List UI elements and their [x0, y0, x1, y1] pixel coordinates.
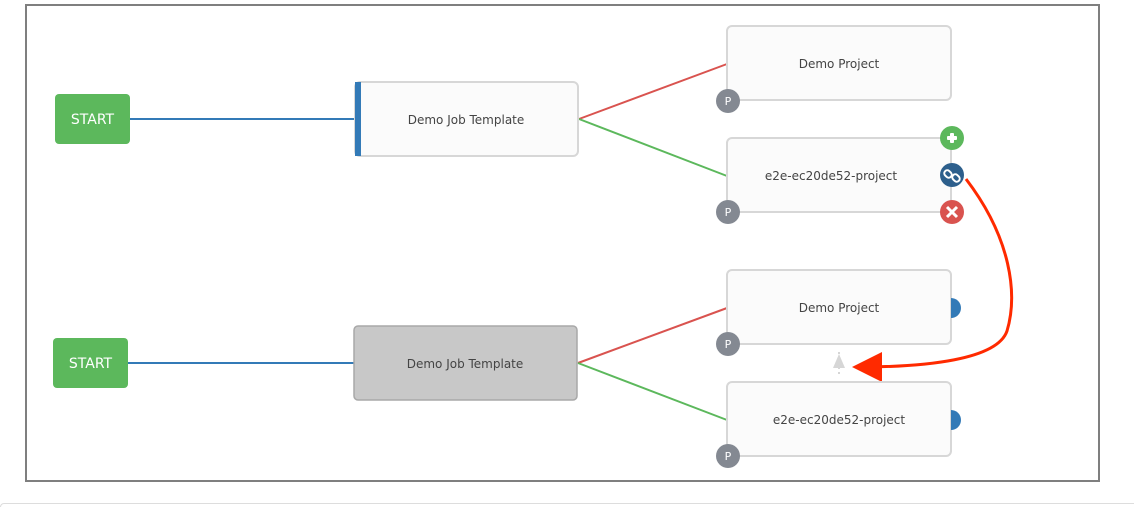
remove-node-button[interactable]: [940, 200, 964, 224]
e2e-project-node-bottom[interactable]: e2e-ec20de52-project P: [716, 381, 961, 468]
insertion-indicator: [833, 352, 845, 377]
e2e-project-label-top: e2e-ec20de52-project: [765, 169, 898, 183]
add-node-button[interactable]: [940, 126, 964, 150]
start-label-bottom: START: [69, 356, 113, 372]
connector-handle-demo-project-bottom[interactable]: [951, 298, 961, 318]
project-badge-label-bottom-b: P: [725, 450, 732, 463]
connector-handle-e2e-project-bottom[interactable]: [951, 410, 961, 430]
link-node-button[interactable]: [940, 163, 964, 187]
project-badge-bottom-a: [716, 332, 740, 356]
start-node-top[interactable]: START: [55, 94, 130, 144]
start-node-bottom[interactable]: START: [53, 338, 128, 388]
job-template-node-bottom[interactable]: Demo Job Template: [353, 325, 578, 401]
demo-project-label-bottom: Demo Project: [799, 301, 880, 315]
start-label-top: START: [71, 112, 115, 128]
edge-template-to-demo-project-top[interactable]: [578, 63, 728, 120]
project-badge-bottom-b: [716, 444, 740, 468]
link-drag-arrow: [852, 178, 1014, 382]
project-badge-label-top-a: P: [725, 95, 732, 108]
demo-project-node-top[interactable]: Demo Project P: [716, 25, 952, 113]
panel-bottom-edge: [0, 503, 1134, 507]
e2e-project-node-top[interactable]: e2e-ec20de52-project P: [716, 137, 952, 224]
demo-project-node-bottom[interactable]: Demo Project P: [716, 269, 961, 356]
job-template-label-top: Demo Job Template: [408, 113, 525, 127]
project-badge-top-a: [716, 89, 740, 113]
edge-template-to-e2e-project-top[interactable]: [578, 118, 728, 177]
project-badge-top-b: [716, 200, 740, 224]
job-template-label-bottom: Demo Job Template: [407, 357, 524, 371]
edge-template-to-demo-project-bottom[interactable]: [577, 307, 728, 364]
e2e-project-label-bottom: e2e-ec20de52-project: [773, 413, 906, 427]
demo-project-label-top: Demo Project: [799, 57, 880, 71]
job-template-node-top[interactable]: Demo Job Template: [354, 81, 579, 157]
edge-template-to-e2e-project-bottom[interactable]: [577, 362, 728, 421]
project-badge-label-bottom-a: P: [725, 338, 732, 351]
project-badge-label-top-b: P: [725, 206, 732, 219]
